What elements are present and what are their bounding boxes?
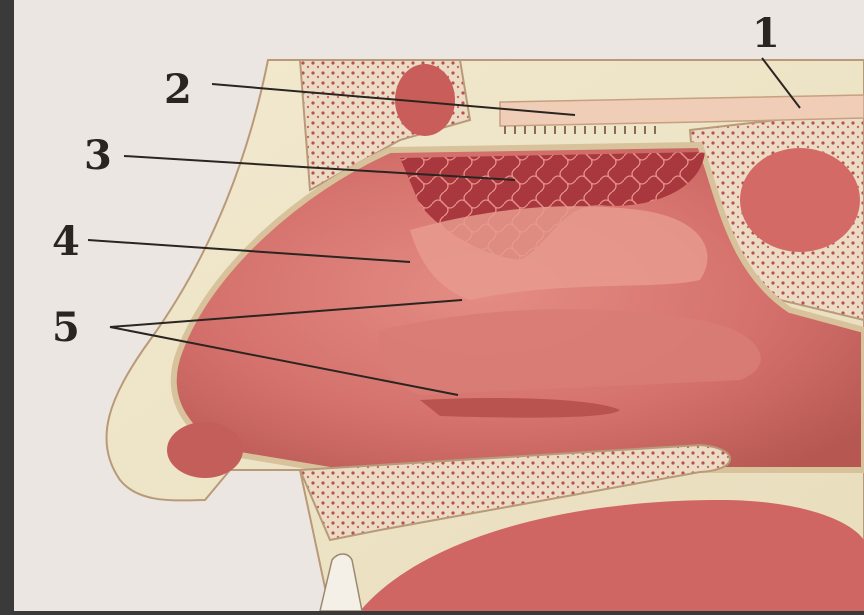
label-1: 1 xyxy=(752,14,780,54)
label-3: 3 xyxy=(84,136,112,176)
dark-corner-notch xyxy=(0,380,14,611)
sphenoid-sinus xyxy=(740,148,860,252)
label-4: 4 xyxy=(52,222,80,262)
label-5: 5 xyxy=(52,308,80,348)
nostril xyxy=(167,422,243,478)
label-2: 2 xyxy=(164,70,192,110)
